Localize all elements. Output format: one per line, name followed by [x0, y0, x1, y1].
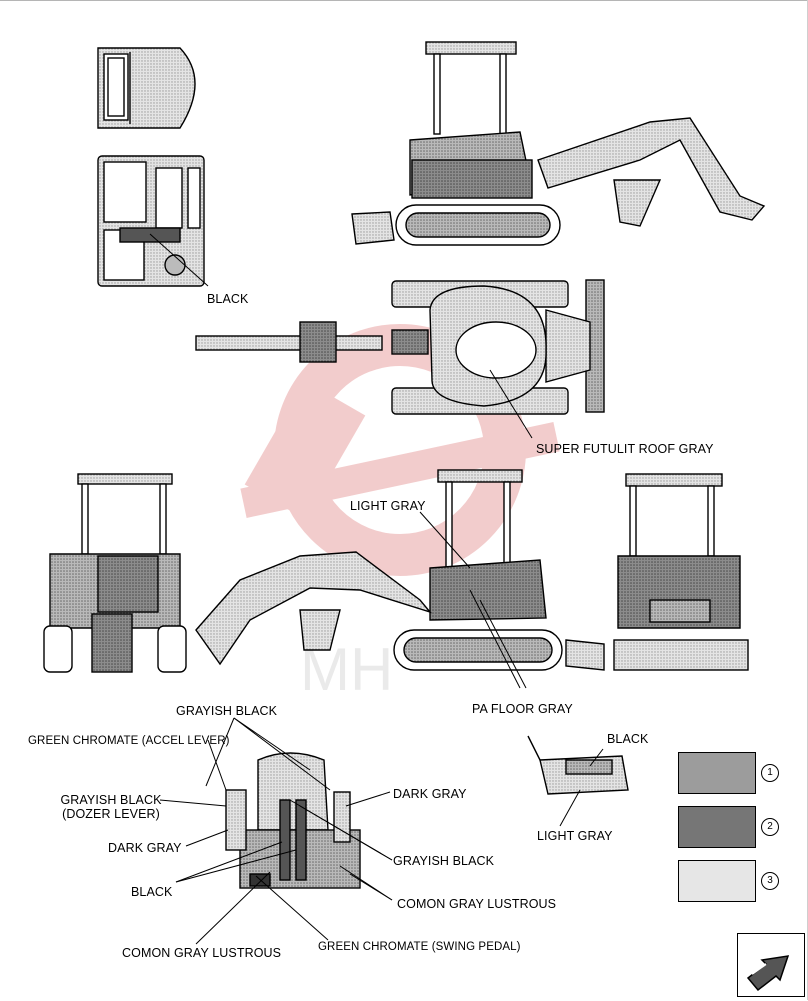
cab-top-view: [97, 47, 196, 129]
label-dark-gray-right: DARK GRAY: [393, 787, 467, 801]
operator-station: [225, 752, 361, 889]
label-comon-gray-right: COMON GRAY LUSTROUS: [397, 897, 557, 911]
label-grayish-black-dozer: GRAYISH BLACK (DOZER LEVER): [56, 793, 166, 821]
label-grayish-black-dozer-line2: (DOZER LEVER): [62, 807, 160, 821]
label-grayish-black-dozer-line1: GRAYISH BLACK: [60, 793, 162, 807]
top-border: [0, 0, 808, 1]
label-black-left: BLACK: [131, 885, 173, 899]
label-pa-floor-gray: PA FLOOR GRAY: [472, 702, 573, 716]
label-lever-black: BLACK: [607, 732, 649, 746]
excavator-side-view: [351, 41, 766, 246]
excavator-top-view: [195, 279, 605, 415]
navigation-arrow-button[interactable]: [737, 933, 805, 997]
legend-swatch-3: [678, 860, 756, 902]
label-lever-light-gray: LIGHT GRAY: [537, 829, 613, 843]
label-comon-gray-bottom: COMON GRAY LUSTROUS: [122, 946, 282, 960]
lever-part: [527, 735, 629, 795]
label-roof-gray: SUPER FUTULIT ROOF GRAY: [536, 442, 714, 456]
label-green-chromate-accel: GREEN CHROMATE (ACCEL LEVER): [28, 735, 230, 747]
label-cab-black: BLACK: [207, 292, 249, 306]
cab-side-view: [97, 155, 205, 287]
watermark-logo: MH: [240, 324, 560, 703]
label-grayish-black-right: GRAYISH BLACK: [393, 854, 495, 868]
legend-swatch-2: [678, 806, 756, 848]
legend-number-1: 1: [761, 764, 779, 782]
label-light-gray-side: LIGHT GRAY: [350, 499, 426, 513]
legend-swatch-1: [678, 752, 756, 794]
excavator-side-view-2: [195, 469, 605, 671]
legend-number-2: 2: [761, 818, 779, 836]
arrow-pointer-icon: [746, 955, 790, 992]
legend-number-3: 3: [761, 872, 779, 890]
label-green-chromate-swing: GREEN CHROMATE (SWING PEDAL): [318, 941, 521, 953]
leader-lines: [159, 717, 393, 945]
label-dark-gray-left: DARK GRAY: [108, 841, 182, 855]
excavator-rear-view: [613, 473, 749, 671]
excavator-front-view: [43, 473, 187, 673]
label-grayish-black-top: GRAYISH BLACK: [176, 704, 278, 718]
